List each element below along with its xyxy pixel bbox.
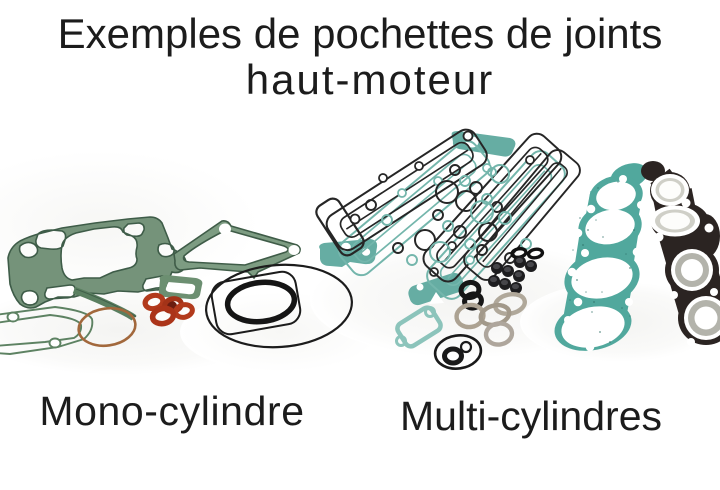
- svg-text:haut-moteur: haut-moteur: [246, 56, 494, 103]
- svg-text:Mono-cylindre: Mono-cylindre: [39, 388, 304, 434]
- svg-text:Multi-cylindres: Multi-cylindres: [400, 393, 662, 439]
- svg-text:Exemples de pochettes de joint: Exemples de pochettes de joints: [58, 10, 663, 57]
